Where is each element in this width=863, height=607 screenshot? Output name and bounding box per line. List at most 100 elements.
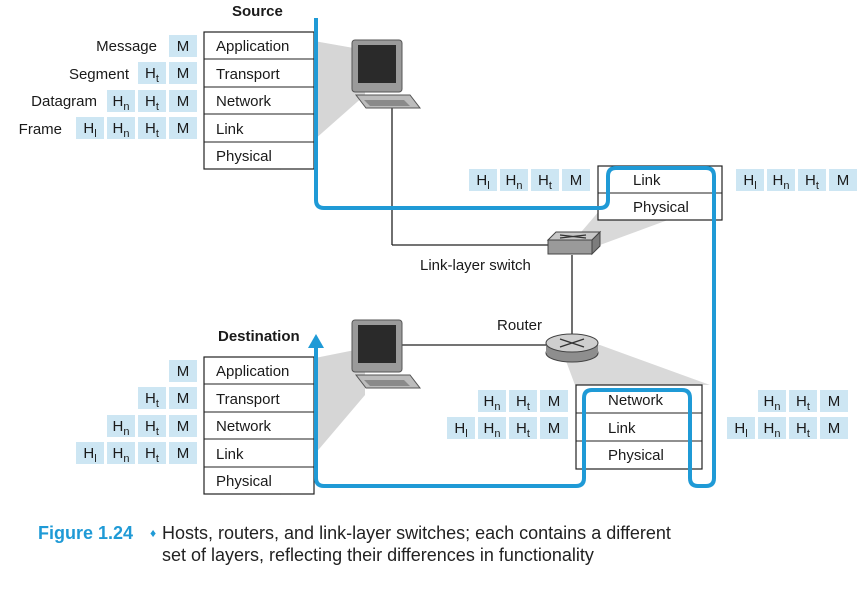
header-label-l: Hl xyxy=(83,445,96,465)
message-header-label: M xyxy=(177,38,190,55)
message-header-label: M xyxy=(177,418,190,435)
message-header-label: M xyxy=(548,393,561,410)
caption-text: Hosts, routers, and link-layer switches;… xyxy=(162,523,671,565)
header-cell xyxy=(540,417,568,439)
header-label-t: Ht xyxy=(145,445,159,465)
header-cell xyxy=(107,442,135,464)
header-label-t: Ht xyxy=(145,390,159,410)
router-layer-physical: Physical xyxy=(608,447,664,464)
header-label-l: Hl xyxy=(476,172,489,192)
header-cell xyxy=(169,117,197,139)
header-cell xyxy=(789,417,817,439)
router-label: Router xyxy=(497,317,542,334)
header-cell xyxy=(829,169,857,191)
caption-bullet: ♦ xyxy=(150,526,157,540)
header-cell xyxy=(820,390,848,412)
header-cell xyxy=(500,169,528,191)
src-layer-physical: Physical xyxy=(216,148,272,165)
header-cell xyxy=(138,415,166,437)
header-cell xyxy=(138,90,166,112)
destination-stack: Application Transport Network Link Physi… xyxy=(203,356,315,495)
message-header-label: M xyxy=(828,393,841,410)
header-cell xyxy=(169,387,197,409)
header-cell xyxy=(758,390,786,412)
header-cell xyxy=(138,117,166,139)
header-label-t: Ht xyxy=(805,172,819,192)
pdu-datagram: Datagram xyxy=(31,93,97,110)
header-label-t: Ht xyxy=(516,420,530,440)
message-header-label: M xyxy=(177,93,190,110)
dst-layer-physical: Physical xyxy=(216,473,272,490)
source-label: Source xyxy=(232,3,283,20)
dst-layer-network: Network xyxy=(216,418,272,435)
dst-layer-link: Link xyxy=(216,446,244,463)
switch-icon xyxy=(546,230,602,256)
pdu-segment: Segment xyxy=(69,66,130,83)
header-cell xyxy=(736,169,764,191)
figure-number: Figure 1.24 xyxy=(38,523,134,543)
src-layer-link: Link xyxy=(216,121,244,138)
message-header-label: M xyxy=(548,420,561,437)
header-cell xyxy=(469,169,497,191)
header-cell xyxy=(478,417,506,439)
header-cell xyxy=(820,417,848,439)
header-label-t: Ht xyxy=(538,172,552,192)
message-header-label: M xyxy=(177,445,190,462)
header-cell xyxy=(727,417,755,439)
header-cell xyxy=(169,442,197,464)
message-header-label: M xyxy=(837,172,850,189)
data-path xyxy=(314,18,716,488)
header-label-t: Ht xyxy=(145,120,159,140)
message-header-label: M xyxy=(570,172,583,189)
destination-computer-icon xyxy=(351,319,422,389)
message-header-label: M xyxy=(828,420,841,437)
header-cell xyxy=(138,62,166,84)
header-cell xyxy=(789,390,817,412)
header-cell xyxy=(76,117,104,139)
src-layer-application: Application xyxy=(216,38,289,55)
header-cell xyxy=(767,169,795,191)
header-label-t: Ht xyxy=(145,65,159,85)
header-label-t: Ht xyxy=(145,418,159,438)
source-stack: Application Transport Network Link Physi… xyxy=(203,31,315,170)
header-label-t: Ht xyxy=(796,420,810,440)
switch-stack: Link Physical xyxy=(597,165,723,221)
header-cell xyxy=(169,62,197,84)
header-cell xyxy=(531,169,559,191)
header-cell xyxy=(540,390,568,412)
dst-layer-application: Application xyxy=(216,363,289,380)
switch-layer-link: Link xyxy=(633,172,661,189)
header-cell xyxy=(562,169,590,191)
switch-label: Link-layer switch xyxy=(420,257,531,274)
router-icon xyxy=(545,333,599,363)
dst-layer-transport: Transport xyxy=(216,391,280,408)
message-header-label: M xyxy=(177,65,190,82)
pdu-frame: Frame xyxy=(19,121,62,138)
message-header-label: M xyxy=(177,120,190,137)
header-cell xyxy=(107,117,135,139)
header-cell xyxy=(478,390,506,412)
header-cell xyxy=(447,417,475,439)
arrow-head-icon xyxy=(308,334,324,348)
router-layer-network: Network xyxy=(608,392,664,409)
header-label-l: Hl xyxy=(454,420,467,440)
header-cell xyxy=(798,169,826,191)
header-label-t: Ht xyxy=(145,93,159,113)
header-label-l: Hl xyxy=(743,172,756,192)
header-cell xyxy=(169,360,197,382)
switch-layer-physical: Physical xyxy=(633,199,689,216)
message-header-label: M xyxy=(177,363,190,380)
source-computer-icon xyxy=(351,39,422,109)
header-label-l: Hl xyxy=(734,420,747,440)
header-cell xyxy=(169,415,197,437)
header-cell xyxy=(509,417,537,439)
src-layer-transport: Transport xyxy=(216,66,280,83)
router-stack: Network Link Physical xyxy=(575,384,703,470)
header-cell xyxy=(509,390,537,412)
router-layer-link: Link xyxy=(608,420,636,437)
header-cell xyxy=(138,387,166,409)
header-cell xyxy=(107,90,135,112)
